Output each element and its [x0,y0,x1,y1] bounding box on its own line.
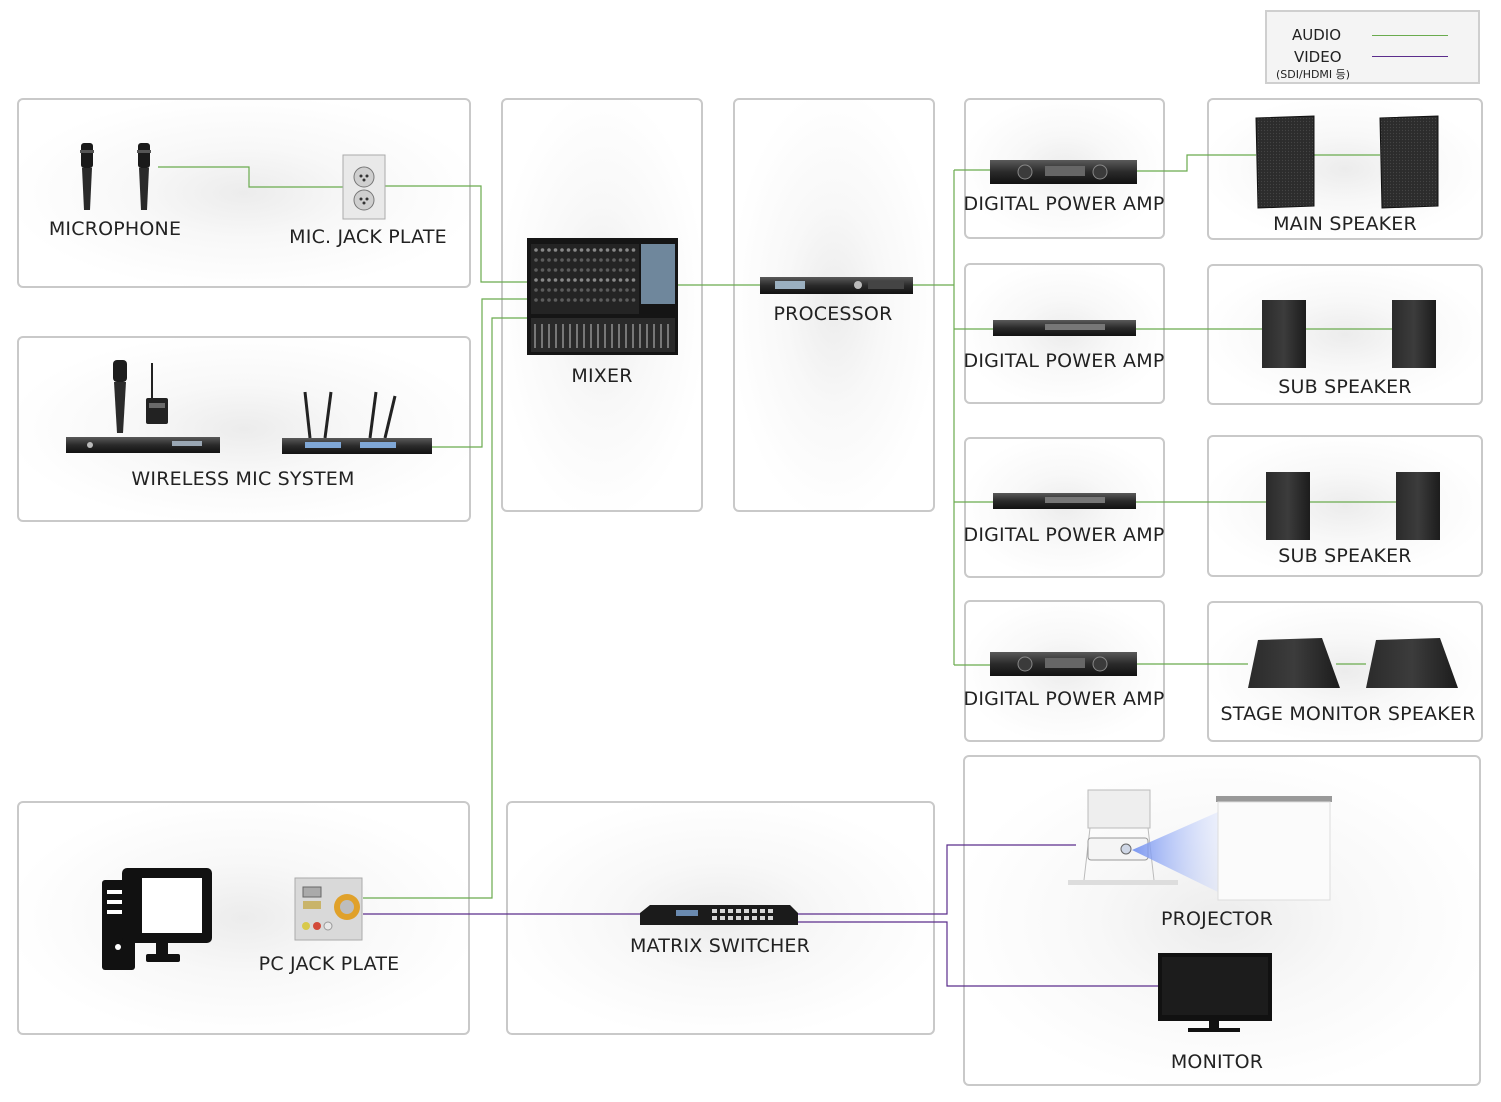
microphone-label: MICROPHONE [48,218,182,240]
wire-jack-to-mixer [385,185,528,283]
wire-matrix-to-monitor [798,921,1160,987]
pc-jack-plate-label: PC JACK PLATE [258,953,400,975]
power-amp-icon-4 [990,652,1137,676]
processor-panel [733,98,935,512]
amp4-label: DIGITAL POWER AMP [963,688,1165,710]
amp3-label: DIGITAL POWER AMP [963,524,1165,546]
audio-wires [158,154,1396,899]
power-amp-icon-1 [990,160,1137,184]
legend-video-label: VIDEO [1294,48,1342,66]
mic-jack-plate-icon [342,154,386,220]
sub-speaker-2-label: SUB SPEAKER [1278,545,1412,567]
stage-monitor-speaker-label: STAGE MONITOR SPEAKER [1220,703,1476,725]
mic-panel [17,98,471,288]
monitor-label: MONITOR [1170,1051,1264,1073]
sub-speaker-icon-2 [1266,472,1440,540]
microphone-icon [80,143,151,210]
wireless-mic-system-label: WIRELESS MIC SYSTEM [131,468,355,490]
projector-label: PROJECTOR [1160,908,1274,930]
mixer-icon [527,238,678,355]
pc-panel [17,801,470,1035]
legend-video-sub: (SDI/HDMI 등) [1276,68,1351,81]
processor-icon [760,277,913,294]
amp2-label: DIGITAL POWER AMP [963,350,1165,372]
wire-pc-to-mixer [363,317,528,899]
wire-amp1-to-main [1137,154,1256,172]
wire-mic-to-jack [158,166,345,188]
processor-label: PROCESSOR [773,303,893,325]
stage-monitor-icon [1248,638,1458,688]
wireless-panel [17,336,471,522]
main-speaker-label: MAIN SPEAKER [1273,213,1417,235]
matrix-switcher-label: MATRIX SWITCHER [629,935,811,957]
power-amp-icon-3 [993,493,1136,509]
legend-video-line [1372,56,1448,57]
wire-matrix-to-projector [798,844,1076,915]
legend: AUDIO VIDEO (SDI/HDMI 등) [1265,10,1480,84]
wire-wireless-to-mixer [432,298,528,448]
main-speaker-icon [1255,115,1439,209]
monitor-icon [1158,953,1272,1032]
sub-speaker-1-label: SUB SPEAKER [1278,376,1412,398]
wireless-mic-icon [66,360,220,453]
matrix-switcher-icon [640,905,798,925]
sub-speaker1-panel [1207,264,1483,405]
mic-jack-plate-label: MIC. JACK PLATE [289,226,447,248]
legend-audio-line [1372,35,1448,36]
legend-audio-label: AUDIO [1292,26,1342,44]
computer-icon [102,868,212,970]
amp1-label: DIGITAL POWER AMP [963,193,1165,215]
wireless-receiver-icon [282,391,432,454]
sub-speaker-icon-1 [1262,300,1436,368]
matrix-panel [506,801,935,1035]
mixer-label: MIXER [571,365,633,387]
power-amp-icon-2 [993,320,1136,336]
projector-icon [1068,789,1332,901]
pc-jack-plate-icon [294,877,363,941]
video-wires [363,844,1160,987]
